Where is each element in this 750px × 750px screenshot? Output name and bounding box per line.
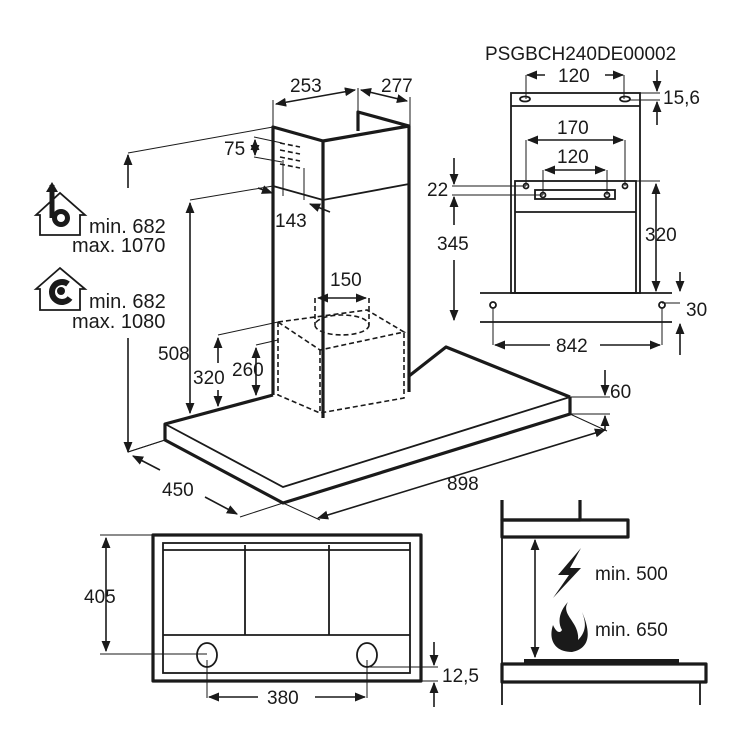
dim-chimney-depth: 277 <box>381 76 413 97</box>
dim-screw-spacing: 842 <box>556 336 588 357</box>
dim-bracket-width: 170 <box>557 118 589 139</box>
extraction-mode: min. 682 max. 1070 <box>33 182 166 257</box>
dim-top-offset: 15,6 <box>663 88 700 109</box>
model-code: PSGBCH240DE00002 <box>485 44 676 65</box>
dim-260: 260 <box>232 360 264 381</box>
lightning-icon <box>553 548 581 598</box>
extraction-min: min. 682 <box>89 216 166 238</box>
flame-icon <box>551 602 588 652</box>
dim-bottom-depth: 405 <box>84 587 116 608</box>
bracket-view: PSGBCH240DE00002 120 15,6 170 <box>427 44 707 357</box>
dim-duct-diameter: 150 <box>330 270 362 291</box>
dim-bracket-hole-spacing: 120 <box>557 147 589 168</box>
dim-hood-depth: 450 <box>162 480 194 501</box>
hood-isometric-view: 253 277 75 143 min. 682 max. 1070 <box>33 76 631 521</box>
dim-edge-offset: 12,5 <box>442 666 479 687</box>
dim-offset-30: 30 <box>686 300 707 321</box>
recirculation-mode: min. 682 max. 1080 <box>33 266 166 333</box>
clearance-view: min. 500 min. 650 <box>500 500 708 705</box>
recirculation-min: min. 682 <box>89 291 166 313</box>
dim-508: 508 <box>158 344 190 365</box>
motor-box-hidden <box>275 298 407 414</box>
canopy <box>163 345 572 505</box>
dim-height-345: 345 <box>437 234 469 255</box>
dim-offset-22: 22 <box>427 180 448 201</box>
dim-chimney-width: 253 <box>290 76 322 97</box>
recirculation-max: max. 1080 <box>72 311 165 333</box>
dim-height-320: 320 <box>645 225 677 246</box>
chimney <box>271 110 411 418</box>
house-extraction-fan-icon <box>33 182 88 236</box>
dim-top-hole-spacing: 120 <box>558 66 590 87</box>
clearance-electric: min. 500 <box>595 564 668 585</box>
dim-hood-width: 898 <box>447 474 479 495</box>
clearance-gas: min. 650 <box>595 620 668 641</box>
dim-hood-thickness: 60 <box>610 382 631 403</box>
dim-vent-offset: 143 <box>275 211 307 232</box>
dim-light-spacing: 380 <box>267 688 299 709</box>
dim-320: 320 <box>193 368 225 389</box>
hood-bottom-view: 405 380 12,5 <box>84 533 479 709</box>
house-recirculation-fan-icon <box>33 266 88 311</box>
dim-vent-height: 75 <box>224 139 245 160</box>
extraction-max: max. 1070 <box>72 235 165 257</box>
